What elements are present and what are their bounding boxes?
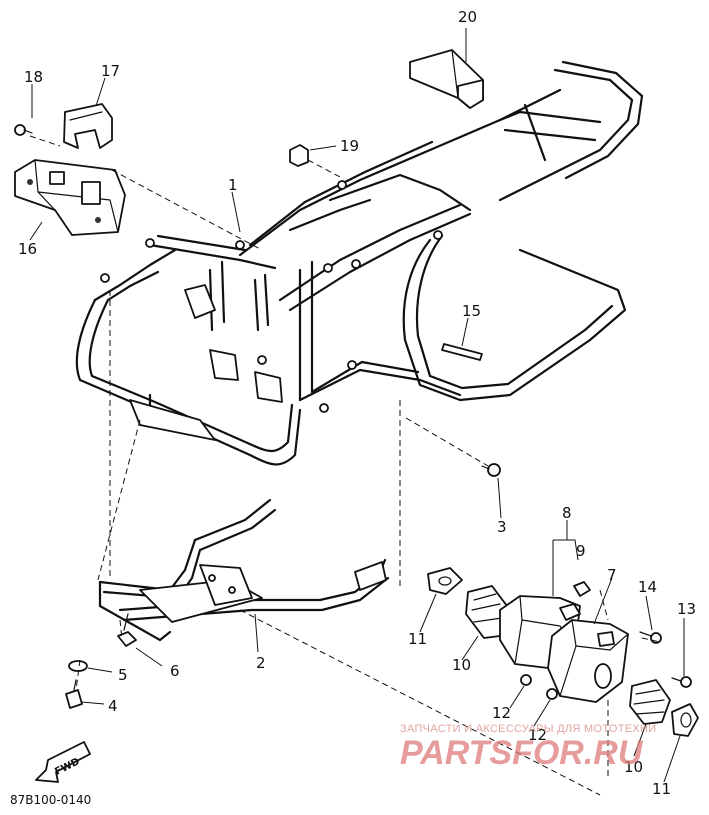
- watermark: ЗАПЧАСТИ И АКСЕССУАРЫ ДЛЯ МОТОТЕХНИ PART…: [400, 723, 656, 772]
- callout-13: 13: [677, 600, 696, 618]
- part-4-bolt: [65, 679, 83, 709]
- part-1-main-frame: [75, 60, 644, 466]
- callout-8: 8: [562, 504, 572, 522]
- part-10-boot-right: [629, 679, 671, 725]
- part-11-gasket-right: [671, 703, 699, 737]
- part-3-bolt: [481, 463, 501, 477]
- callout-18: 18: [24, 68, 43, 86]
- callout-6: 6: [170, 662, 180, 680]
- callout-12-lower: 12: [528, 726, 547, 744]
- watermark-subtitle: ЗАПЧАСТИ И АКСЕССУАРЫ ДЛЯ МОТОТЕХНИ: [400, 723, 656, 735]
- callout-10-right: 10: [624, 758, 643, 776]
- callout-9: 9: [576, 542, 586, 560]
- part-5-washer: [68, 660, 88, 672]
- callout-19: 20: [458, 8, 477, 26]
- callout-3: 3: [497, 518, 507, 536]
- part-2-subframe: [98, 498, 390, 642]
- part-17-strap: [63, 103, 113, 149]
- callout-11-left: 11: [408, 630, 427, 648]
- callout-labels: 20 17 18 19 1 16 15 3 8 9 7 14 13 11 10 …: [18, 8, 696, 798]
- part-7-cover: [547, 619, 629, 703]
- callout-11-right: 11: [652, 780, 671, 798]
- callout-15: 15: [462, 302, 481, 320]
- callout-10-left: 10: [452, 656, 471, 674]
- part-9-nut: [573, 581, 591, 597]
- callout-2: 2: [256, 654, 266, 672]
- callout-17: 17: [101, 62, 120, 80]
- callout-20: 19: [340, 137, 359, 155]
- part-11-gasket-left: [427, 567, 463, 595]
- callout-12-upper: 12: [492, 704, 511, 722]
- part-13-bolt: [671, 676, 692, 688]
- part-20-bush: [289, 144, 309, 167]
- fwd-arrow-icon: FWD: [35, 741, 91, 783]
- part-19-pad: [409, 49, 484, 109]
- callout-16: 16: [18, 240, 37, 258]
- callout-4: 4: [108, 697, 118, 715]
- diagram-code: 87B100-0140: [10, 793, 91, 807]
- part-6-bolt: [117, 613, 137, 647]
- part-16-battery-box: [14, 159, 126, 236]
- watermark-brand: PARTSFOR.RU: [400, 734, 644, 772]
- part-14-bolt: [639, 631, 662, 644]
- part-15-bar: [441, 343, 483, 361]
- callout-1: 1: [228, 176, 238, 194]
- part-18-bolt: [14, 124, 33, 136]
- callout-5: 5: [118, 666, 128, 684]
- part-12-nuts: [520, 674, 558, 700]
- callout-7: 7: [607, 566, 617, 584]
- callout-14: 14: [638, 578, 657, 596]
